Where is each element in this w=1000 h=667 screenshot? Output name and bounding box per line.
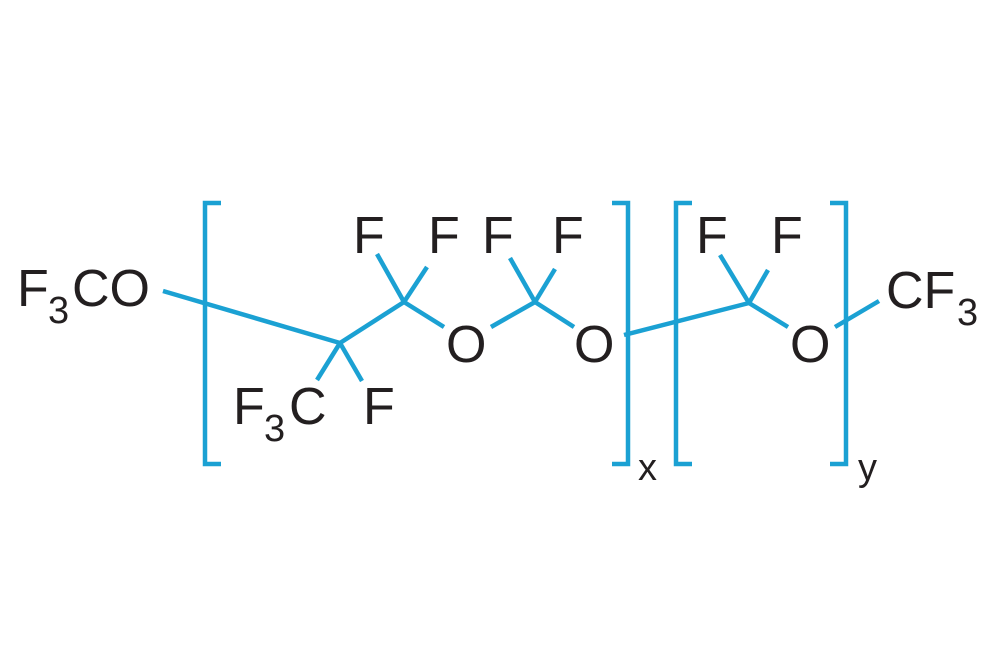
atom-label: F bbox=[428, 207, 460, 265]
atom-label: F bbox=[482, 207, 514, 265]
bond-c2-f2 bbox=[402, 265, 429, 304]
bond-o-c1 bbox=[162, 288, 341, 346]
atom-label: C bbox=[289, 378, 327, 436]
atom-label: CO bbox=[72, 260, 150, 318]
atom-label: F bbox=[696, 207, 728, 265]
atom-label: CF bbox=[886, 262, 955, 320]
bond-o3-cf3 bbox=[833, 299, 881, 329]
bond-c3-f1 bbox=[508, 256, 537, 304]
bond-c2-f1 bbox=[375, 252, 406, 304]
atom-label: F bbox=[17, 260, 49, 318]
bond-c4-o3 bbox=[747, 301, 790, 329]
bond-c1-c2 bbox=[338, 300, 406, 345]
bond-c1-f bbox=[338, 341, 364, 383]
atom-label: O bbox=[574, 316, 614, 374]
atom-label: O bbox=[790, 316, 830, 374]
bond-c2-o1 bbox=[402, 300, 446, 329]
subscript: 3 bbox=[957, 292, 978, 334]
bracket-x-open bbox=[202, 200, 221, 467]
bond-c1-cf3 bbox=[315, 341, 342, 382]
bond-o1-c3 bbox=[489, 300, 537, 329]
atom-label: F bbox=[771, 207, 803, 265]
bond-c3-f2 bbox=[533, 267, 557, 304]
repeat-subscript-y: y bbox=[858, 447, 877, 489]
bond-c3-o2 bbox=[533, 300, 576, 329]
atom-label: F bbox=[353, 207, 385, 265]
repeat-subscript-x: x bbox=[638, 447, 657, 489]
atom-label: O bbox=[446, 316, 486, 374]
bond-o2-c4 bbox=[623, 300, 750, 338]
subscript: 3 bbox=[48, 290, 69, 332]
atom-label: F bbox=[233, 378, 265, 436]
atom-label: F bbox=[552, 207, 584, 265]
bracket-y-close bbox=[830, 200, 849, 467]
bracket-y-open bbox=[673, 200, 692, 467]
subscript: 3 bbox=[264, 408, 285, 450]
bond-c4-f2 bbox=[747, 268, 770, 305]
atom-label: F bbox=[363, 378, 395, 436]
bond-c4-f1 bbox=[718, 253, 751, 305]
